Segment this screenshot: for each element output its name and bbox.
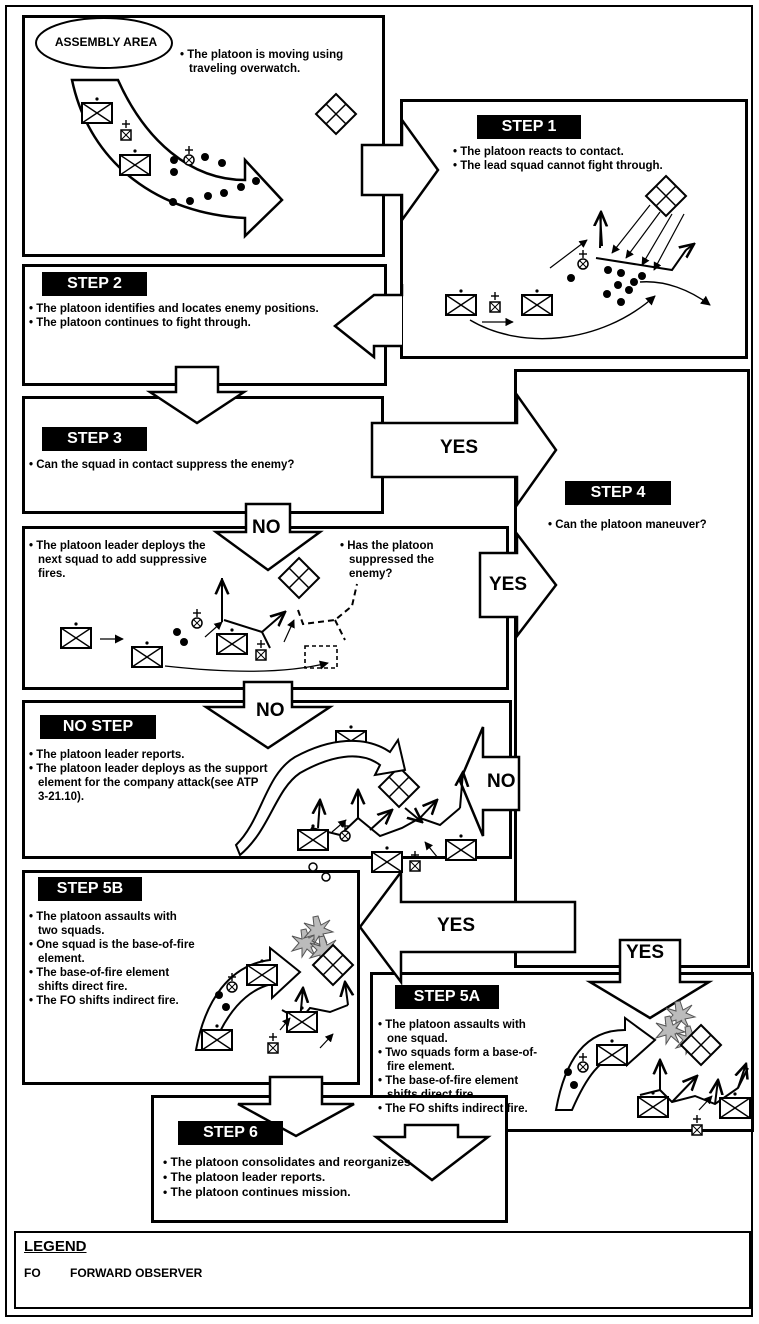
step6-note: The platoon consolidates and reorganizes… (163, 1155, 493, 1170)
assembly-area-label: ASSEMBLY AREA (54, 35, 158, 49)
step5a-note: Two squads form a base-of-fire element. (378, 1046, 548, 1074)
decision-yes-step3: YES (440, 437, 479, 458)
flow-arrow-no-step3 (212, 502, 324, 572)
suppress-right-notes: Has the platoon suppressed the enemy? (340, 539, 470, 581)
step5a-note: The base-of-fire element shifts direct f… (378, 1074, 548, 1102)
nostep-title: NO STEP (40, 715, 156, 739)
flow-arrow-step5b-to-step6 (237, 1075, 355, 1138)
step5a-title: STEP 5A (395, 985, 499, 1009)
figure-frame (5, 5, 753, 1317)
legend-meaning: FORWARD OBSERVER (70, 1266, 203, 1280)
step5b-note: The FO shifts indirect fire. (29, 994, 199, 1008)
step3-notes: Can the squad in contact suppress the en… (29, 458, 369, 472)
step2-title: STEP 2 (42, 272, 147, 296)
step5a-notes: The platoon assaults with one squad. Two… (378, 1018, 548, 1116)
step2-note: The platoon identifies and locates enemy… (29, 302, 339, 316)
decision-yes-suppress: YES (489, 574, 528, 595)
decision-yes-step5a: YES (626, 942, 665, 963)
flow-arrow-to-step1 (360, 116, 440, 224)
step1-sketch (445, 175, 711, 340)
flow-arrow-to-step3 (145, 365, 249, 425)
nostep-note: The platoon leader deploys as the suppor… (29, 762, 269, 804)
step4-box (514, 369, 750, 968)
flow-arrow-yes-suppress-to-step4 (478, 530, 558, 640)
step6-notes: The platoon consolidates and reorganizes… (163, 1155, 493, 1200)
step3-note: Can the squad in contact suppress the en… (29, 458, 369, 472)
step1-title: STEP 1 (477, 115, 581, 139)
decision-no-step3: NO (252, 517, 281, 538)
step6-title: STEP 6 (178, 1121, 283, 1145)
step1-note: The lead squad cannot fight through. (453, 159, 743, 173)
step4-notes: Can the platoon maneuver? (548, 518, 748, 532)
step6-note: The platoon leader reports. (163, 1170, 493, 1185)
step5b-sketch (194, 915, 353, 1054)
step4-note: Can the platoon maneuver? (548, 518, 748, 532)
nostep-notes: The platoon leader reports. The platoon … (29, 748, 269, 804)
legend-box (14, 1231, 751, 1309)
decision-no-suppress: NO (256, 700, 285, 721)
step5b-notes: The platoon assaults with two squads. On… (29, 910, 199, 1008)
suppress-right-note: Has the platoon suppressed the enemy? (340, 539, 470, 581)
legend-title: LEGEND (24, 1238, 87, 1255)
step3-title: STEP 3 (42, 427, 147, 451)
assembly-area-note: The platoon is moving using traveling ov… (180, 48, 360, 76)
assembly-area-sketch (35, 17, 357, 239)
nostep-sketch (234, 724, 477, 882)
step5a-note: The platoon assaults with one squad. (378, 1018, 548, 1046)
step5b-title: STEP 5B (38, 877, 142, 901)
step1-note: The platoon reacts to contact. (453, 145, 743, 159)
step5b-note: The platoon assaults with two squads. (29, 910, 199, 938)
flow-arrow-yes-step4-to-step5b (358, 868, 577, 986)
step5b-note: The base-of-fire element shifts direct f… (29, 966, 199, 994)
step5b-note: One squad is the base-of-fire element. (29, 938, 199, 966)
assembly-area-notes: The platoon is moving using traveling ov… (180, 48, 360, 76)
decision-no-step4: NO (487, 771, 516, 792)
flow-arrow-no-suppress (201, 680, 335, 750)
step4-title: STEP 4 (565, 481, 671, 505)
flow-arrow-yes-step3-to-step4 (370, 391, 558, 509)
suppress-left-notes: The platoon leader deploys the next squa… (29, 539, 229, 581)
flow-arrow-to-step2 (332, 284, 404, 360)
flow-arrow-no-step4-to-nostep (458, 726, 521, 837)
decision-yes-step5b: YES (437, 915, 476, 936)
step6-note: The platoon continues mission. (163, 1185, 493, 1200)
suppress-sketch (60, 557, 358, 672)
flow-arrow-yes-step4-to-step5a (585, 938, 714, 1020)
step5a-sketch (554, 1000, 751, 1136)
nostep-note: The platoon leader reports. (29, 748, 269, 762)
step2-note: The platoon continues to fight through. (29, 316, 339, 330)
suppress-left-note: The platoon leader deploys the next squa… (29, 539, 229, 581)
step1-notes: The platoon reacts to contact. The lead … (453, 145, 743, 173)
step2-notes: The platoon identifies and locates enemy… (29, 302, 339, 330)
legend-abbr: FO (24, 1266, 41, 1280)
step5a-note: The FO shifts indirect fire. (378, 1102, 548, 1116)
